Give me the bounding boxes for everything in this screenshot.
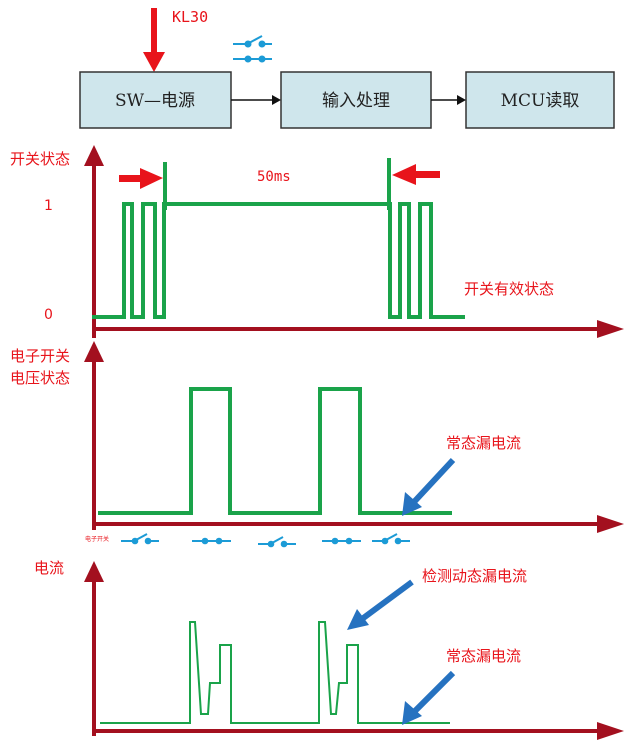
panel2-switch-caption: 电子开关 <box>85 535 109 543</box>
panel2-annotation: 常态漏电流 <box>446 434 521 452</box>
panel-electronic-switch-voltage: 电子开关 电压状态 常态漏电流 电子开关 <box>10 341 624 548</box>
panel2-x-axis-arrowhead <box>597 515 624 533</box>
block-sw-power-label: SW—电源 <box>115 91 195 111</box>
block-mcu-read-label: MCU读取 <box>501 91 580 111</box>
connector-arrow-1 <box>231 95 281 105</box>
panel3-annotation-dynamic: 检测动态漏电流 <box>422 567 527 585</box>
panel1-x-axis-arrowhead <box>597 320 624 338</box>
switch-open-icon <box>372 533 410 545</box>
switch-closed-icon <box>233 55 272 63</box>
panel3-annotation-static: 常态漏电流 <box>446 647 521 665</box>
block-diagram: KL30 SW—电源 输入处理 MCU读取 <box>79 8 615 129</box>
panel2-blue-arrow <box>402 457 456 516</box>
connector-arrow-2 <box>431 95 466 105</box>
panel-current: 电流 检测动态漏电流 常态漏电流 <box>34 559 624 740</box>
block-mcu-read: MCU读取 <box>465 71 615 129</box>
panel1-signal-trace <box>92 202 465 319</box>
switch-closed-icon <box>192 537 231 545</box>
kl30-label: KL30 <box>172 8 208 26</box>
kl30-arrow <box>143 8 165 72</box>
switch-open-icon <box>258 536 296 548</box>
panel3-y-axis-arrowhead <box>84 561 104 582</box>
panel-switch-state: 开关状态 1 0 50ms 开关有效状态 <box>10 145 624 338</box>
block-input-processing: 输入处理 <box>280 71 432 129</box>
switch-closed-icon <box>322 537 361 545</box>
panel3-current-trace <box>100 621 450 724</box>
panel1-tick-0: 0 <box>44 307 53 323</box>
panel1-red-arrow-right <box>392 164 440 185</box>
panel3-blue-arrow-dynamic <box>347 579 414 630</box>
panel2-y-title-line2: 电压状态 <box>10 369 70 387</box>
switch-open-icon <box>233 35 272 48</box>
panel3-y-title: 电流 <box>34 559 64 577</box>
switch-open-icon <box>121 533 159 545</box>
block-input-processing-label: 输入处理 <box>322 91 390 111</box>
panel1-annotation: 开关有效状态 <box>464 280 554 298</box>
panel1-y-axis-arrowhead <box>84 145 104 166</box>
panel2-y-title-line1: 电子开关 <box>10 347 70 365</box>
panel1-tick-1: 1 <box>44 198 53 214</box>
panel1-duration-label: 50ms <box>257 169 291 185</box>
block-sw-power: SW—电源 <box>79 71 232 129</box>
panel3-blue-arrow-static <box>402 670 456 725</box>
panel2-y-axis-arrowhead <box>84 341 104 362</box>
panel1-y-title: 开关状态 <box>10 150 70 168</box>
panel1-red-arrow-left <box>119 168 163 189</box>
panel2-signal-trace <box>98 387 452 515</box>
panel3-x-axis-arrowhead <box>597 722 624 740</box>
